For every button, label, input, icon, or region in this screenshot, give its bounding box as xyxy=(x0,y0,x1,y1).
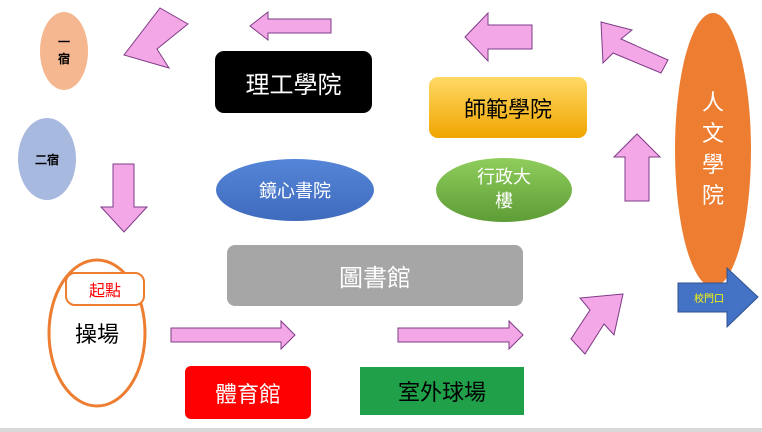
dorm1-node xyxy=(40,12,88,90)
library-label: 圖書館 xyxy=(339,264,411,292)
arrow-outdoor-right xyxy=(397,319,524,351)
edu-label: 師範學院 xyxy=(463,97,552,123)
route-arrows xyxy=(99,7,669,355)
admin-label: 行政大 樓 xyxy=(477,167,531,212)
arrow-top-mid xyxy=(464,11,533,63)
humanities-node xyxy=(675,13,751,287)
humanities-label: 人 文 學 院 xyxy=(701,91,724,209)
gate-label: 校門口 xyxy=(694,293,724,305)
playground-label: 操場 xyxy=(74,323,119,348)
dorm1-label: 一 宿 xyxy=(57,35,70,66)
outdoor-node xyxy=(360,367,524,415)
start-label: 起點 xyxy=(88,281,121,300)
edu-node xyxy=(429,77,587,138)
arrow-playground-right xyxy=(170,319,296,351)
lib-small-label: 鏡心書院 xyxy=(259,181,331,202)
arrow-up-vertical xyxy=(612,133,662,202)
arrow-dorm2-down xyxy=(99,163,149,233)
library-node xyxy=(227,245,523,306)
gym-label: 體育館 xyxy=(214,382,281,408)
eng-node xyxy=(215,51,372,113)
arrow-humanities-up xyxy=(600,21,669,74)
gym-node xyxy=(185,366,311,419)
arrow-top-left xyxy=(249,10,332,42)
arrow-up-diagonal xyxy=(570,293,624,355)
arrow-eng-to-dorm1 xyxy=(123,7,189,69)
start-callout xyxy=(65,272,145,306)
lib-small-node xyxy=(216,159,374,221)
gate-arrow xyxy=(677,266,759,329)
eng-label: 理工學院 xyxy=(245,70,342,99)
outdoor-label: 室外球場 xyxy=(397,381,486,406)
admin-node xyxy=(436,158,572,222)
bottom-edge xyxy=(0,428,762,432)
dorm2-node xyxy=(18,118,76,200)
dorm2-label: 二宿 xyxy=(34,152,59,167)
